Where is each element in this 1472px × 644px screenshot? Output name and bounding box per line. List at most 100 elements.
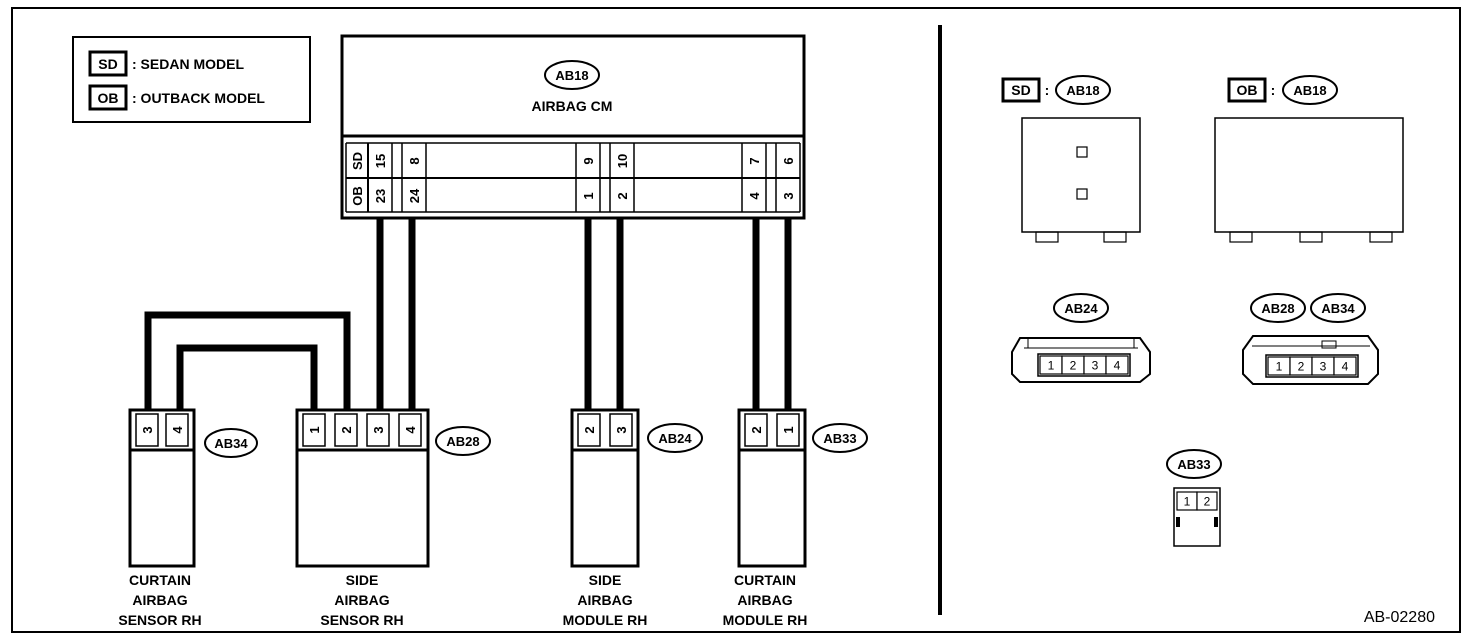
- cm-row-ob-code: OB: [350, 186, 365, 206]
- pin-number: 4: [0, 0, 4, 3]
- pin-number: 6: [0, 0, 4, 3]
- connector-view-sd-ab18: SD : AB18 123456789101112131415: [0, 0, 1141, 243]
- pin-number: 21: [0, 0, 7, 3]
- pin-number: 11: [0, 0, 7, 3]
- pin-number: 9: [0, 0, 4, 3]
- pin-number: 7: [0, 0, 4, 3]
- component-side-airbag-sensor: 1 2 3 4 AB28 SIDE AIRBAG SENSOR RH: [295, 408, 491, 628]
- latch: [1035, 231, 1059, 243]
- cm-pin-sd-6: 6: [781, 157, 796, 164]
- pin-label: 3: [371, 426, 386, 433]
- pin-number: 9: [0, 0, 4, 3]
- figure-code: AB-02280: [1364, 609, 1435, 626]
- pin-number: 15: [0, 0, 7, 3]
- pin-label: 2: [749, 426, 764, 433]
- connector-label: AB33: [823, 431, 856, 446]
- pin-number: 4: [1342, 360, 1349, 374]
- cm-pin-sd-4: 10: [615, 154, 630, 168]
- cm-name: AIRBAG CM: [532, 98, 613, 114]
- pin-number: 1: [1048, 359, 1055, 373]
- pin-label: 4: [403, 426, 418, 434]
- component-side-airbag-module: 2 3 AB24 SIDE AIRBAG MODULE RH: [563, 408, 703, 628]
- legend-ob-code: OB: [98, 90, 119, 106]
- pin-number: 2: [0, 0, 4, 3]
- view-connector-label: AB34: [1321, 301, 1355, 316]
- airbag-control-module: AB18 AIRBAG CM SD OB 15 23 8 24 9 1 10 2…: [340, 34, 806, 220]
- latch: [1299, 231, 1323, 243]
- pin-number: 17: [0, 0, 7, 3]
- pin-number: 2: [0, 0, 4, 3]
- pin-label: 1: [307, 426, 322, 433]
- cm-pin-ob-3: 1: [581, 192, 596, 199]
- view-connector-label: AB24: [1064, 301, 1098, 316]
- pin-cell: [1105, 355, 1129, 375]
- pin-cell: [1333, 356, 1357, 376]
- view-connector-label: AB18: [1293, 83, 1326, 98]
- pin-label: 2: [582, 426, 597, 433]
- legend: SD : SEDAN MODEL OB : OUTBACK MODEL: [72, 36, 311, 123]
- pin-number: 3: [1320, 360, 1327, 374]
- pin-number: 3: [1092, 359, 1099, 373]
- legend-sd-code: SD: [98, 56, 117, 72]
- component-label-line: AIRBAG: [132, 592, 187, 608]
- view-connector-label: AB33: [1177, 457, 1210, 472]
- connector-view-ob-ab18: OB : AB18 123456789101112131415161718192…: [0, 0, 1404, 243]
- latch: [1369, 231, 1393, 243]
- pin-number: 23: [0, 0, 7, 3]
- pin-number: 2: [1070, 359, 1077, 373]
- pin-number: 11: [0, 0, 7, 3]
- pin-label: 3: [614, 426, 629, 433]
- latch: [1103, 231, 1127, 243]
- pin-number: 1: [0, 0, 4, 3]
- pin-number: 10: [0, 0, 7, 3]
- pin-number: 6: [0, 0, 4, 3]
- diagram-frame: [11, 7, 1461, 633]
- pin-number: 12: [0, 0, 7, 3]
- pin-number: 20: [0, 0, 7, 3]
- view-connector-label: AB28: [1261, 301, 1294, 316]
- pin-number: 19: [0, 0, 7, 3]
- component-label-line: AIRBAG: [577, 592, 632, 608]
- component-label-line: MODULE RH: [563, 612, 648, 628]
- pin-number: 13: [0, 0, 7, 3]
- view-separator: :: [1045, 82, 1050, 98]
- pin-number: 5: [0, 0, 4, 3]
- pin-number: 14: [0, 0, 7, 3]
- pin-number: 4: [0, 0, 4, 3]
- view-separator: :: [1271, 82, 1276, 98]
- component-curtain-airbag-sensor: 3 4 AB34 CURTAIN AIRBAG SENSOR RH: [118, 408, 258, 628]
- cm-pin-ob-4: 2: [615, 192, 630, 199]
- pin-label: 3: [140, 426, 155, 433]
- pin-number: 24: [0, 0, 7, 3]
- component-curtain-airbag-module: 2 1 AB33 CURTAIN AIRBAG MODULE RH: [723, 408, 868, 628]
- cm-pin-sd-5: 7: [747, 157, 762, 164]
- pin-number: 1: [1276, 360, 1283, 374]
- cm-pin-sd-3: 9: [581, 157, 596, 164]
- pin-label: 1: [781, 426, 796, 433]
- pin-number: 18: [0, 0, 7, 3]
- latch: [1076, 188, 1088, 200]
- legend-ob-text: : OUTBACK MODEL: [132, 90, 265, 106]
- component-label-line: SIDE: [589, 572, 622, 588]
- component-label-line: SIDE: [346, 572, 379, 588]
- legend-sd-text: : SEDAN MODEL: [132, 56, 244, 72]
- pin-number: 2: [1204, 495, 1211, 509]
- cm-pin-sd-1: 15: [373, 154, 388, 168]
- component-label-line: SENSOR RH: [320, 612, 403, 628]
- pin-number: 1: [0, 0, 4, 3]
- pin-number: 3: [0, 0, 4, 3]
- pin-number: 12: [0, 0, 7, 3]
- cm-connector-label: AB18: [555, 68, 588, 83]
- view-connector-label: AB18: [1066, 83, 1099, 98]
- pin-number: 15: [0, 0, 7, 3]
- cm-row-sd-code: SD: [350, 152, 365, 170]
- wire: [176, 344, 318, 410]
- pin-cell: [1196, 491, 1218, 511]
- pin-number: 10: [0, 0, 7, 3]
- component-label-line: AIRBAG: [334, 592, 389, 608]
- wire: [144, 311, 351, 410]
- pin-label: 2: [339, 426, 354, 433]
- view-model-code: OB: [1237, 82, 1258, 98]
